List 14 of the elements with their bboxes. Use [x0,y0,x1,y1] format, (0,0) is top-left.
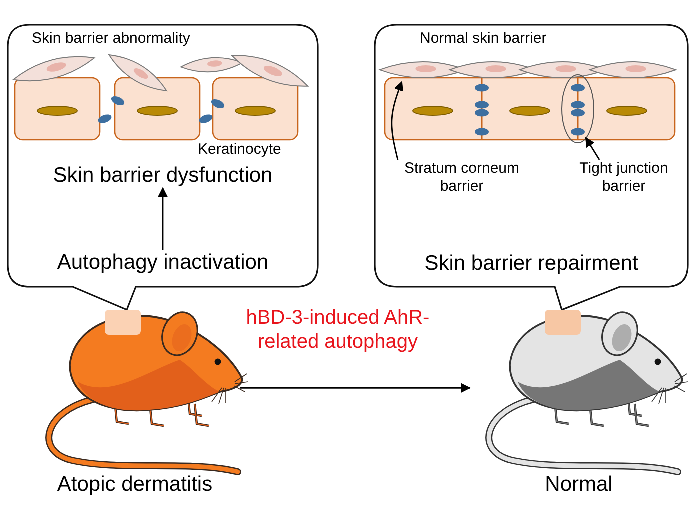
cell-label: Keratinocyte [198,141,282,159]
panel-title: Normal skin barrier [420,30,547,48]
panel-title: Skin barrier abnormality [32,30,190,48]
arrow [240,383,471,394]
annotation-text: Tight junction barrier [563,160,685,196]
mouse-caption: Normal [544,472,614,498]
statement-text: Skin barrier dysfunction [24,163,302,188]
statement-text: Autophagy inactivation [24,250,302,276]
panel-conclusion: Skin barrier repairment [424,251,640,276]
mouse-caption: Atopic dermatitis [56,472,214,498]
leader-line [585,137,600,160]
annotation-text: Stratum corneum barrier [382,160,542,196]
arrow [158,187,168,250]
leader-line [391,81,404,160]
